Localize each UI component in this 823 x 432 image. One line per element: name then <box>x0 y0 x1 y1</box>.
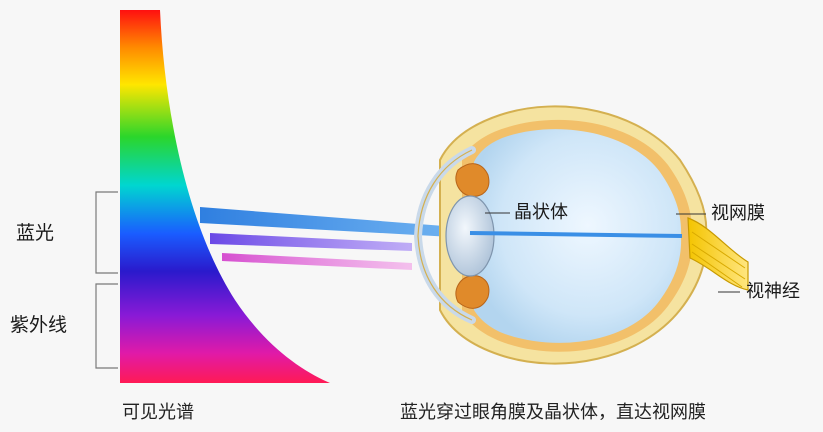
blue-light-beam <box>200 207 470 238</box>
visible-spectrum-wedge <box>120 10 330 383</box>
pink-light-beam <box>222 253 412 270</box>
eye-iris-upper <box>455 163 490 197</box>
retina-label: 视网膜 <box>711 203 765 224</box>
optic-nerve-label: 视神经 <box>746 281 800 302</box>
blue-light-bracket <box>95 191 118 274</box>
uv-label: 紫外线 <box>10 314 68 336</box>
blue-light-path-in-eye <box>469 231 683 238</box>
violet-light-beam <box>210 233 412 251</box>
description-caption: 蓝光穿过眼角膜及晶状体，直达视网膜 <box>400 402 706 423</box>
lens-label: 晶状体 <box>514 202 568 223</box>
uv-bracket <box>95 283 118 369</box>
eye-lens <box>445 195 495 277</box>
optic-nerve <box>687 217 749 291</box>
eye-iris-lower <box>455 275 490 309</box>
spectrum-caption: 可见光谱 <box>122 402 194 423</box>
blue-light-label: 蓝光 <box>16 222 55 244</box>
